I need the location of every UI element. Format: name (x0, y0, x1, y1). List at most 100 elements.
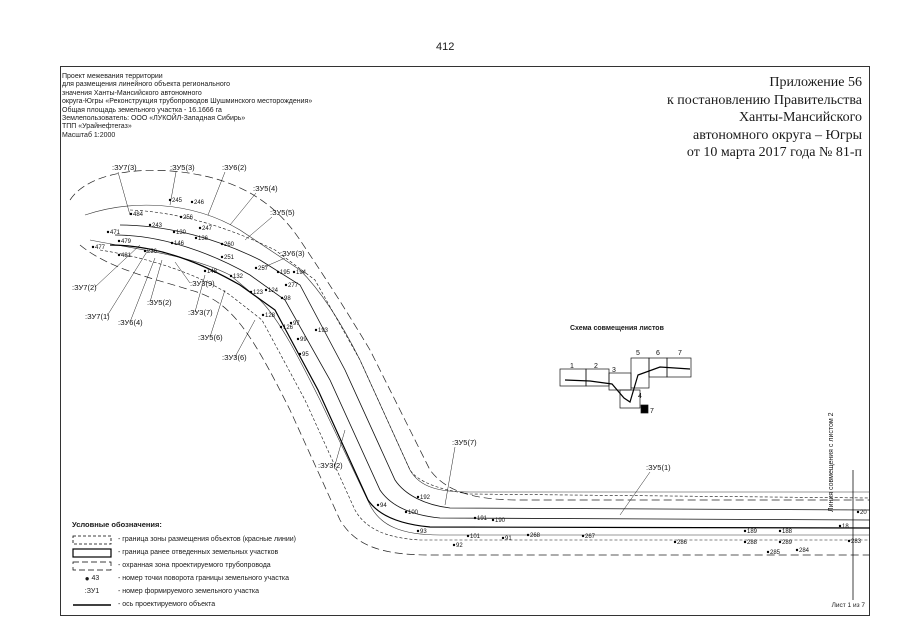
scheme-sheet-number: 4 (638, 393, 642, 400)
sheet-scheme (559, 357, 692, 414)
point-number: 132 (233, 274, 244, 280)
turning-points (91, 198, 860, 554)
page-number: 412 (436, 41, 455, 53)
point-number: 148 (207, 269, 218, 275)
title-line: Землепользователь: ООО «ЛУКОЙЛ-Западная … (62, 115, 246, 123)
point-number: 245 (172, 198, 183, 204)
appendix-line: автономного округа – Югры (693, 127, 862, 143)
title-line: округа-Югры «Реконструкция трубопроводов… (62, 98, 313, 106)
scheme-sheet-number: 1 (570, 363, 574, 370)
appendix-line: к постановлению Правительства (666, 92, 862, 108)
plot-labels: :ЗУ7(3) :ЗУ5(3) :ЗУ6(2) :ЗУ5(4) :ЗУ5(5) … (72, 163, 671, 472)
legend-item: - граница зоны размещения объектов (крас… (72, 533, 296, 546)
point-number: 130 (176, 230, 187, 236)
point-number: 247 (202, 226, 213, 232)
scheme-labels: 1 2 3 4 5 6 7 7 (570, 350, 682, 415)
point-number: 288 (747, 540, 758, 546)
scheme-pipeline (564, 366, 691, 403)
point-number: 471 (110, 230, 121, 236)
legend-symbol (72, 600, 112, 610)
title-line: ТПП «Урайнефтегаз» (62, 123, 132, 131)
legend-item: - охранная зона проектируемого трубопров… (72, 559, 296, 572)
plot-label: :ЗУ3(6) (222, 353, 247, 362)
point-number: 94 (380, 503, 387, 509)
legend-item: ● 43 - номер точки поворота границы земе… (72, 572, 296, 585)
point-number: 124 (268, 288, 279, 294)
scheme-sheet (608, 372, 632, 391)
sheet-info: Лист 1 из 7 (831, 602, 865, 609)
legend-symbol (72, 535, 112, 545)
legend-item: - граница ранее отведенных земельных уча… (72, 546, 296, 559)
plot-label: :ЗУ7(1) (85, 312, 110, 321)
point-number: 268 (530, 533, 541, 539)
title-line: для размещения линейного объекта региона… (62, 81, 230, 89)
point-number: 285 (770, 550, 781, 556)
appendix-header: Приложение 56 к постановлению Правительс… (602, 74, 862, 162)
point-number: 92 (456, 543, 463, 549)
appendix-line: Приложение 56 (769, 75, 862, 90)
scheme-sheet-number: 7 (650, 408, 654, 415)
point-number: 20 (860, 510, 867, 516)
plot-label: :ЗУ7(2) (72, 283, 97, 292)
pipeline-axis (109, 244, 871, 529)
alignment-line-label: Линия совмещения с листом 2 (828, 412, 835, 512)
plot-label: :ЗУ3(9) (190, 279, 215, 288)
protection-zone-line (89, 239, 870, 536)
point-number: 95 (302, 352, 309, 358)
scheme-sheet-number: 2 (594, 363, 598, 370)
leader-lines (94, 171, 651, 516)
protection-zone-line (84, 204, 870, 493)
point-number: 477 (95, 245, 106, 251)
legend-item: - ось проектируемого объекта (72, 598, 296, 611)
scheme-sheet-number: 7 (678, 350, 682, 357)
point-number: 195 (280, 270, 291, 276)
plot-label: :ЗУ5(3) (170, 163, 195, 172)
scheme-sheet (619, 389, 641, 409)
plot-boundary (99, 249, 870, 541)
appendix-line: Ханты-Мансийского (738, 110, 862, 125)
zone-boundary-outer (69, 169, 870, 501)
plot-label: :ЗУ5(1) (646, 463, 671, 472)
point-number: 236 (147, 249, 158, 255)
legend-symbol (72, 561, 112, 571)
appendix-line: от 10 марта 2017 года № 81-п (686, 145, 862, 160)
legend-plot-sample: :ЗУ1 (84, 588, 100, 595)
point-number: 484 (133, 212, 144, 218)
scheme-sheet (559, 368, 587, 387)
plot-label: :ЗУ5(5) (270, 208, 295, 217)
plot-label: :ЗУ6(2) (222, 163, 247, 172)
point-number: 97 (293, 321, 300, 327)
point-number: 128 (265, 313, 276, 319)
point-number: 98 (284, 296, 291, 302)
point-number: 243 (152, 223, 163, 229)
map-frame (60, 66, 870, 616)
title-line: Проект межевания территории (62, 73, 163, 80)
legend-point-dot-icon: ● (84, 574, 90, 583)
point-number: 246 (194, 200, 205, 206)
plot-boundary (129, 209, 871, 499)
point-number: 191 (477, 516, 488, 522)
point-number: 18 (842, 524, 849, 530)
point-number: 136 (198, 236, 209, 242)
plot-label: :ЗУ5(7) (452, 438, 477, 447)
scheme-sheet-number: 5 (636, 350, 640, 357)
point-number: 277 (288, 283, 299, 289)
title-line: Общая площадь земельного участка - 16.16… (62, 106, 222, 114)
point-number: 146 (174, 241, 185, 247)
legend-symbol: :ЗУ1 (72, 587, 112, 597)
point-number: 260 (224, 242, 235, 248)
legend-point-sample: 43 (91, 575, 100, 582)
plot-label: :ЗУ7(3) (112, 163, 137, 172)
point-number: 188 (782, 529, 793, 535)
scheme-sheet (630, 357, 650, 389)
legend-text: - охранная зона проектируемого трубопров… (118, 562, 271, 569)
point-number: 267 (585, 534, 596, 540)
scheme-title: Схема совмещения листов (570, 325, 664, 332)
legend-text: - граница зоны размещения объектов (крас… (118, 536, 297, 543)
scheme-sheet-number: 6 (656, 350, 660, 357)
point-number: 194 (296, 270, 307, 276)
point-number: 481 (121, 253, 132, 259)
point-number: 91 (505, 536, 512, 542)
legend-title: Условные обозначения: (72, 520, 162, 529)
title-line: Масштаб 1:2000 (62, 131, 116, 139)
